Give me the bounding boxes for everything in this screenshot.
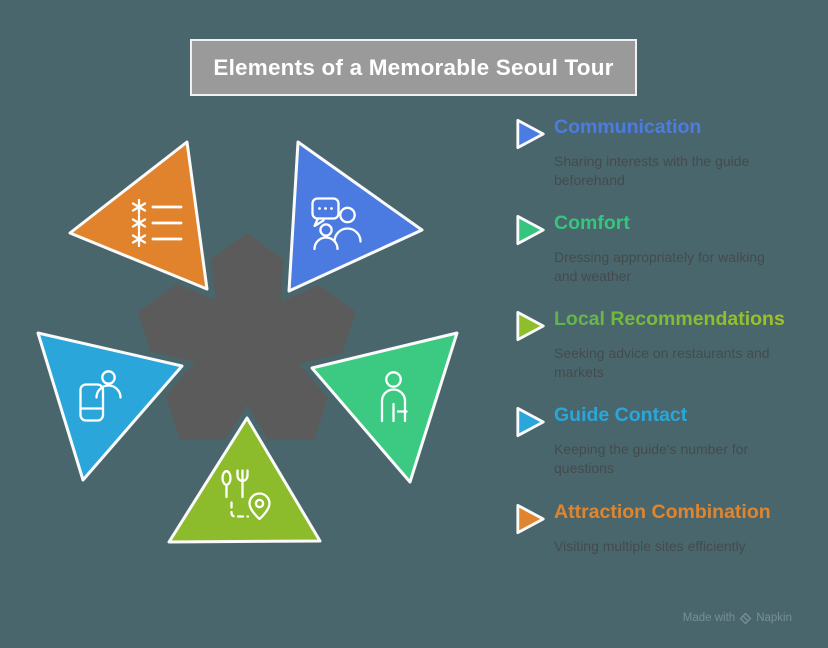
page-title: Elements of a Memorable Seoul Tour: [213, 54, 614, 80]
phone-person-icon: [79, 370, 122, 422]
triangle-bullet-icon: [516, 310, 545, 342]
triangle-comfort: [310, 331, 459, 484]
triangle-bullet-icon: [516, 118, 545, 150]
napkin-logo-icon: [740, 612, 752, 624]
legend-description: Sharing interests with the guide beforeh…: [554, 153, 750, 189]
legend-description: Keeping the guide's number for questions: [554, 441, 749, 477]
triangle-bullet-icon: [516, 406, 545, 438]
legend-heading-communication: Communication: [554, 116, 702, 138]
legend-description: Visiting multiple sites efficiently: [554, 538, 746, 555]
legend-description: Dressing appropriately for walking and w…: [554, 249, 765, 285]
triangle-guide-contact: [36, 331, 184, 482]
list-icon: [131, 198, 183, 248]
legend-heading-guide-contact: Guide Contact: [554, 404, 688, 426]
legend-description: Seeking advice on restaurants and market…: [554, 345, 770, 381]
napkin-watermark[interactable]: Made with Napkin: [683, 610, 792, 626]
triangle-bullet-icon: [516, 503, 545, 535]
triangle-bullet-icon: [516, 214, 545, 246]
triangle-communication: [287, 140, 424, 293]
watermark-brand: Napkin: [756, 612, 792, 624]
legend-heading-attraction-combination: Attraction Combination: [554, 501, 771, 523]
chat-people-icon: [311, 197, 362, 251]
triangle-attraction-combination: [68, 140, 209, 291]
person-icon: [380, 371, 408, 423]
watermark-text: Made with: [682, 612, 736, 624]
legend-heading-comfort: Comfort: [554, 212, 630, 234]
food-map-pin-icon: [221, 469, 271, 521]
title-box: Elements of a Memorable Seoul Tour: [190, 39, 637, 96]
pentagon-diagram: [36, 140, 459, 544]
legend-heading-local-recommendations: Local Recommendations: [554, 308, 814, 331]
triangle-local-recommendations: [167, 416, 322, 544]
